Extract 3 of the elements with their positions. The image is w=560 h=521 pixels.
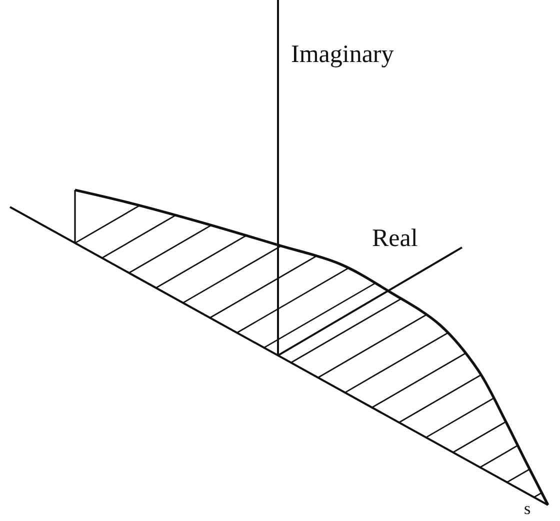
- axis-label: s: [524, 500, 531, 517]
- axis-label: Imaginary: [291, 42, 394, 67]
- axis-label: Real: [372, 226, 418, 251]
